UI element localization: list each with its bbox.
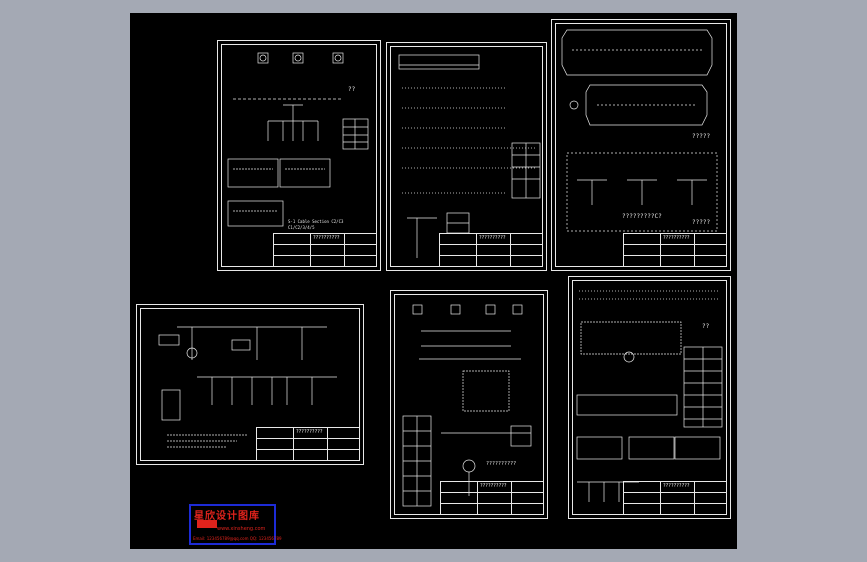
sheet-5-schematic xyxy=(402,304,532,507)
sheet-4-frame xyxy=(140,308,360,461)
sheet-3-note-1: ????? xyxy=(692,133,711,140)
sheet-6-titleblock: ?????????? xyxy=(623,481,727,515)
sheet-3-note-2: ?????????C? xyxy=(622,213,662,220)
sheet-3-schematic xyxy=(561,29,718,232)
sheet-3-titleblock: ?????????? xyxy=(623,233,727,267)
sheet-1-titleblock-text: ?????????? xyxy=(313,235,340,241)
sheet-3-titleblock-text: ?????????? xyxy=(663,235,690,241)
sheet-2-schematic xyxy=(398,54,541,258)
logo-stamp xyxy=(197,520,217,528)
sheet-6-titleblock-text: ?????????? xyxy=(663,483,690,489)
sheet-1-note-3: C1/C2/3/4/5 xyxy=(288,225,315,230)
sheet-1-schematic xyxy=(227,52,369,227)
drawing-sheet-5[interactable]: ?????????? ?????????? xyxy=(390,290,548,519)
sheet-1-note-1: ?? xyxy=(348,86,356,93)
watermark-logo: 星欣设计图库 www.xinsheng.com Email: 123456789… xyxy=(189,504,282,545)
sheet-3-note-3: ????? xyxy=(692,219,711,226)
drawing-sheet-1[interactable]: ?? S-1 Cable Section C2/C3 C1/C2/3/4/5 ?… xyxy=(217,40,381,271)
sheet-1-titleblock: ?????????? xyxy=(273,233,377,267)
sheet-6-note-1: ?? xyxy=(702,323,710,330)
drawing-sheet-6[interactable]: ?? ?????????? xyxy=(568,276,731,519)
sheet-4-titleblock-text: ?????????? xyxy=(296,429,323,435)
sheet-5-titleblock-text: ?????????? xyxy=(480,483,507,489)
sheet-2-titleblock-text: ?????????? xyxy=(479,235,506,241)
sheet-4-titleblock: ?????????? xyxy=(256,427,360,461)
sheet-1-note-2: S-1 Cable Section C2/C3 xyxy=(288,219,344,224)
drawing-sheet-2[interactable]: ?????????? xyxy=(386,42,547,271)
logo-title: 星欣设计图库 xyxy=(194,511,260,522)
sheet-5-note-1: ?????????? xyxy=(486,461,517,467)
logo-url: www.xinsheng.com xyxy=(217,526,266,532)
drawing-sheet-4[interactable]: ?????????? xyxy=(136,304,364,465)
logo-contact: Email: 123456789@qq.com QQ: 123456789 xyxy=(193,536,282,541)
sheet-4-schematic xyxy=(158,326,337,448)
drawing-sheet-3[interactable]: ????? ?????????C? ????? ?????????? xyxy=(551,19,731,271)
drawing-canvas[interactable]: ?? S-1 Cable Section C2/C3 C1/C2/3/4/5 ?… xyxy=(130,13,737,549)
sheet-5-titleblock: ?????????? xyxy=(440,481,544,515)
sheet-2-titleblock: ?????????? xyxy=(439,233,543,267)
